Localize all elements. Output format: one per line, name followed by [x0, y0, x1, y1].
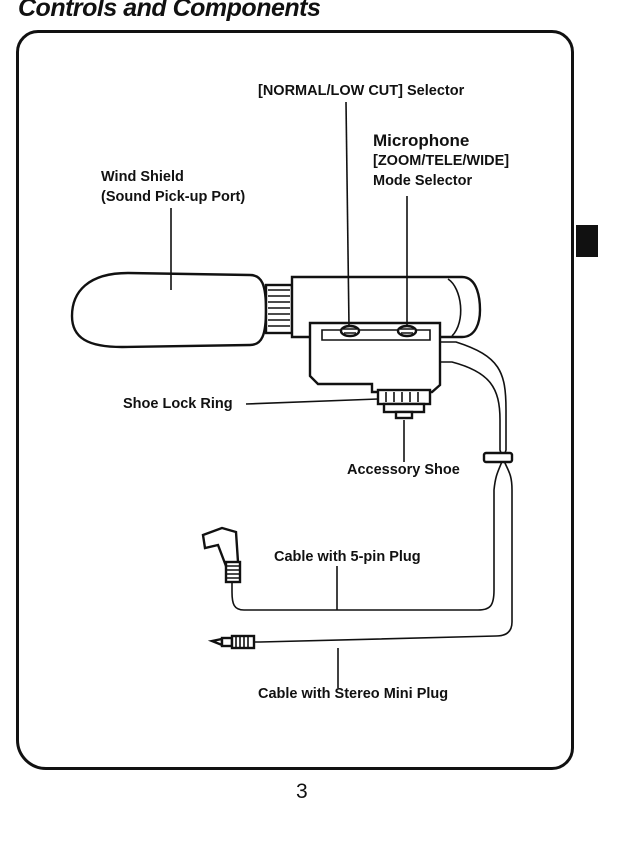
threaded-ring [264, 283, 294, 335]
mic-label-line1: Microphone [373, 131, 470, 150]
cable-5pin-label: Cable with 5-pin Plug [274, 549, 421, 565]
mic-mode-selector-label: Microphone [ZOOM/TELE/WIDE] Mode Selecto… [373, 131, 509, 191]
five-pin-plug [201, 526, 242, 584]
diagram-frame [16, 30, 574, 770]
shoe-lock-ring-label: Shoe Lock Ring [123, 396, 233, 412]
accessory-shoe [382, 402, 426, 420]
wind-shield [70, 271, 268, 349]
cables [231, 341, 514, 643]
normal-low-cut-label: [NORMAL/LOW CUT] Selector [258, 83, 465, 99]
cable-stereo-mini-label: Cable with Stereo Mini Plug [258, 686, 449, 702]
section-tab-marker [576, 225, 598, 257]
stereo-mini-plug [207, 634, 256, 650]
page-title: Controls and Components [18, 0, 321, 22]
wind-label-line1: Wind Shield [101, 169, 184, 185]
leader-lines [170, 101, 408, 688]
wind-shield-label: Wind Shield (Sound Pick-up Port) [101, 167, 245, 207]
wind-label-line2: (Sound Pick-up Port) [101, 189, 246, 205]
page-number: 3 [296, 780, 308, 803]
microphone-body [290, 275, 482, 394]
zoom-mode-selector [396, 324, 418, 338]
accessory-shoe-label: Accessory Shoe [347, 462, 460, 478]
mic-label-line2: [ZOOM/TELE/WIDE] [373, 153, 510, 170]
shoe-lock-ring [376, 388, 432, 406]
normal-low-cut-selector [339, 324, 361, 338]
mic-label-line3: Mode Selector [373, 173, 473, 190]
